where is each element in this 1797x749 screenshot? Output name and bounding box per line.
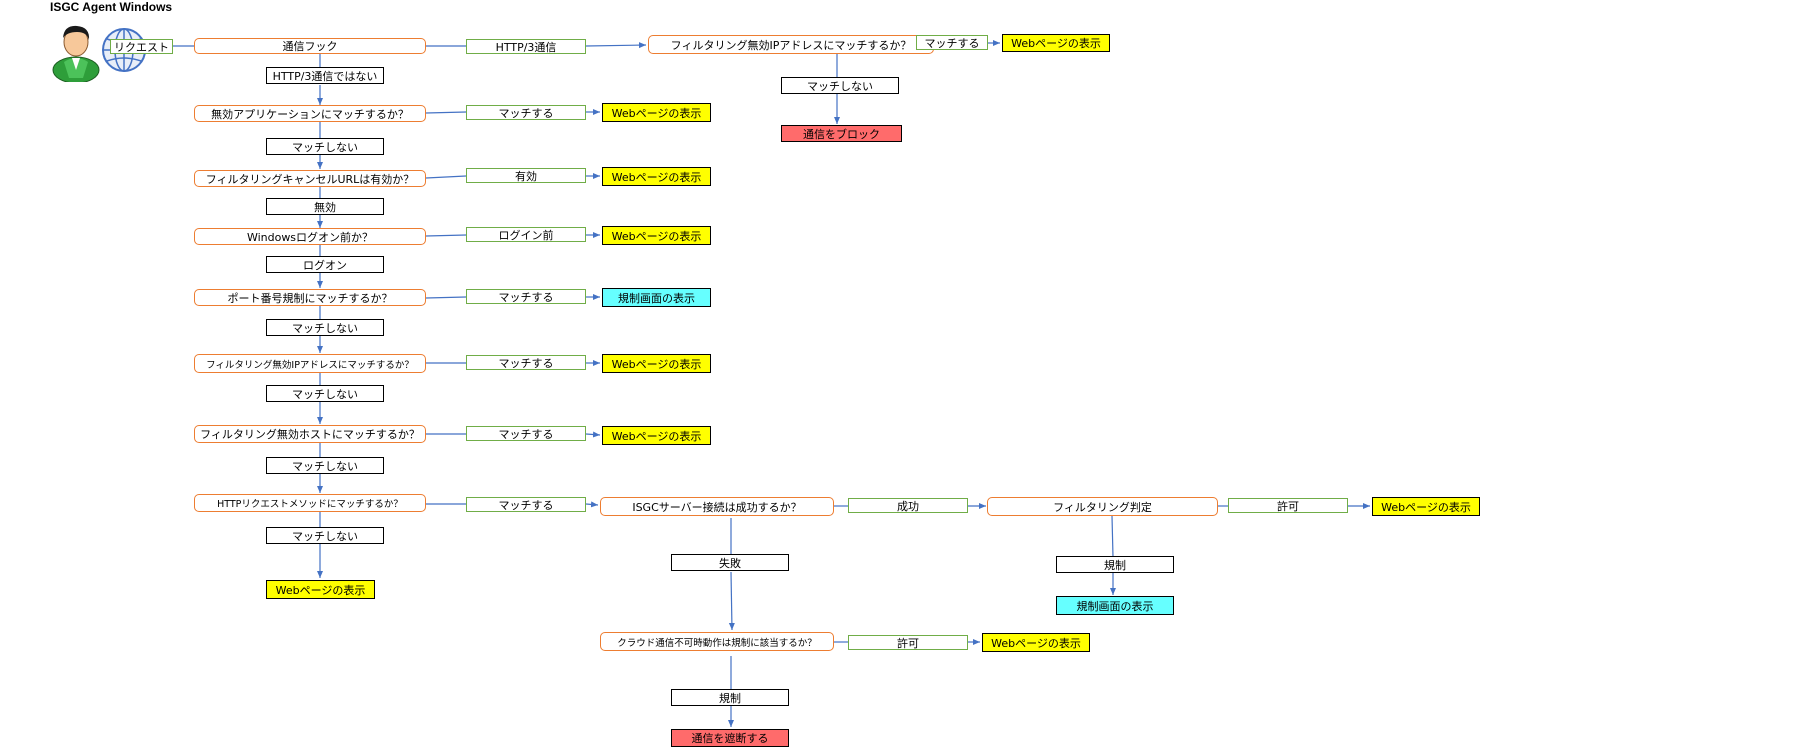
logon-web-result: Webページの表示 <box>602 226 711 245</box>
hook-node: 通信フック <box>194 38 426 54</box>
cancel-web-result: Webページの表示 <box>602 167 711 186</box>
filter-restrict-label: 規制 <box>1056 556 1174 573</box>
cloud-web-result: Webページの表示 <box>982 633 1090 652</box>
ip-decision: フィルタリング無効IPアドレスにマッチするか？ <box>194 354 426 373</box>
host-web-result: Webページの表示 <box>602 426 711 445</box>
method-decision: HTTPリクエストメソッドにマッチするか？ <box>194 494 426 512</box>
filter-web-result: Webページの表示 <box>1372 497 1480 516</box>
host-decision: フィルタリング無効ホストにマッチするか？ <box>194 425 426 443</box>
server-decision: ISGCサーバー接続は成功するか？ <box>600 497 834 516</box>
app-web-result: Webページの表示 <box>602 103 711 122</box>
cloud-block-result: 通信を遮断する <box>671 729 789 747</box>
ip-nomatch-label: マッチしない <box>266 385 384 402</box>
ip-web-result: Webページの表示 <box>602 354 711 373</box>
host-match-label: マッチする <box>466 426 586 441</box>
cloud-allow-label: 許可 <box>848 635 968 650</box>
logon-before-label: ログイン前 <box>466 227 586 242</box>
filter-decision: フィルタリング判定 <box>987 497 1218 516</box>
filter-allow-label: 許可 <box>1228 498 1348 513</box>
method-match-label: マッチする <box>466 497 586 512</box>
port-decision: ポート番号規制にマッチするか？ <box>194 289 426 306</box>
ip-top-block-result: 通信をブロック <box>781 125 902 142</box>
app-nomatch-label: マッチしない <box>266 138 384 155</box>
ip-top-decision: フィルタリング無効IPアドレスにマッチするか？ <box>648 35 934 54</box>
app-decision: 無効アプリケーションにマッチするか？ <box>194 105 426 122</box>
port-match-label: マッチする <box>466 289 586 304</box>
host-nomatch-label: マッチしない <box>266 457 384 474</box>
cloud-restrict-label: 規制 <box>671 689 789 706</box>
logon-decision: Windowsログオン前か？ <box>194 228 426 245</box>
cancel-invalid-label: 無効 <box>266 198 384 215</box>
port-nomatch-label: マッチしない <box>266 319 384 336</box>
method-nomatch-label: マッチしない <box>266 527 384 544</box>
user-icon <box>52 25 100 82</box>
port-restrict-result: 規制画面の表示 <box>602 288 711 307</box>
http3-not-label: HTTP/3通信ではない <box>266 67 384 84</box>
cancel-url-decision: フィルタリングキャンセルURLは有効か？ <box>194 170 426 187</box>
cancel-valid-label: 有効 <box>466 168 586 183</box>
ip-match-label: マッチする <box>466 355 586 370</box>
server-fail-label: 失敗 <box>671 554 789 571</box>
app-match-label: マッチする <box>466 105 586 120</box>
logon-on-label: ログオン <box>266 256 384 273</box>
filter-restrict-result: 規制画面の表示 <box>1056 596 1174 615</box>
ip-top-web-result: Webページの表示 <box>1002 34 1110 52</box>
cloud-decision: クラウド通信不可時動作は規制に該当するか？ <box>600 632 834 651</box>
method-web-result: Webページの表示 <box>266 580 375 599</box>
ip-top-match-label: マッチする <box>916 35 988 50</box>
diagram-title: ISGC Agent Windows <box>50 0 173 14</box>
ip-top-nomatch-label: マッチしない <box>781 77 899 94</box>
http3-edge-label: HTTP/3通信 <box>466 39 586 54</box>
server-ok-label: 成功 <box>848 498 968 513</box>
request-label: リクエスト <box>110 39 173 54</box>
